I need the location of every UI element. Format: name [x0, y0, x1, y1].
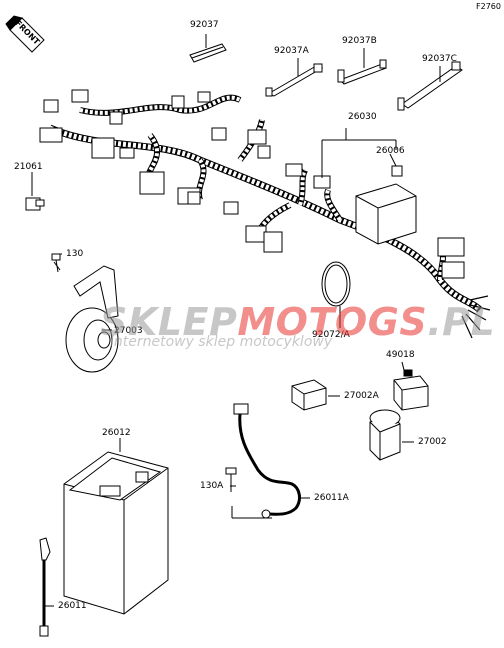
battery-26012 [63, 451, 169, 615]
part-label-26030: 26030 [348, 112, 377, 122]
clamp-92037C [397, 61, 463, 111]
harness-connectors [39, 89, 465, 279]
part-label-21061: 21061 [14, 162, 43, 172]
part-label-92037A: 92037A [274, 46, 309, 56]
front-label: FRONT [13, 18, 42, 47]
part-label-92037C: 92037C [422, 54, 457, 64]
part-label-130: 130 [66, 249, 84, 259]
part-label-92037B: 92037B [342, 36, 377, 46]
part-label-27002A: 27002A [344, 391, 379, 401]
figure-code: F2760 [476, 2, 501, 11]
clamp-92037A [265, 58, 324, 97]
part-label-92072A: 92072/A [312, 330, 350, 340]
relay-27002A [291, 379, 327, 411]
part-label-26011: 26011 [58, 601, 87, 611]
bolt-130 [51, 253, 61, 273]
watermark-part1: SKLEP [100, 300, 238, 344]
front-arrow-icon [5, 15, 45, 53]
part-label-26011A: 26011A [314, 493, 349, 503]
cable-26011A [233, 403, 301, 519]
horn-27003 [65, 265, 119, 373]
part-label-92037: 92037 [190, 20, 219, 30]
part-label-27002: 27002 [418, 437, 447, 447]
relay-26006 [355, 153, 417, 245]
part-label-130A: 130A [200, 481, 224, 491]
part-label-26012: 26012 [102, 428, 131, 438]
watermark-part2: MOTO [237, 300, 368, 344]
part-label-49018: 49018 [386, 350, 415, 360]
band-92072A [321, 261, 351, 328]
relay-49018 [393, 369, 429, 411]
part-label-27003: 27003 [114, 326, 143, 336]
bolt-130A [225, 467, 237, 492]
clamp-92037B [337, 48, 387, 85]
front-label-box: FRONT [8, 14, 52, 54]
watermark-part3: GS [367, 300, 428, 344]
connector-21061 [25, 172, 45, 211]
watermark-part4: .PL [427, 300, 496, 344]
cable-26011 [39, 537, 51, 637]
watermark-tagline: internetowy sklep motocyklowy [110, 334, 333, 350]
clip-92037 [189, 34, 227, 63]
watermark-logo: SKLEPMOTOGS.PL [100, 300, 495, 344]
part-label-26006: 26006 [376, 146, 405, 156]
relay-27002 [369, 409, 401, 461]
